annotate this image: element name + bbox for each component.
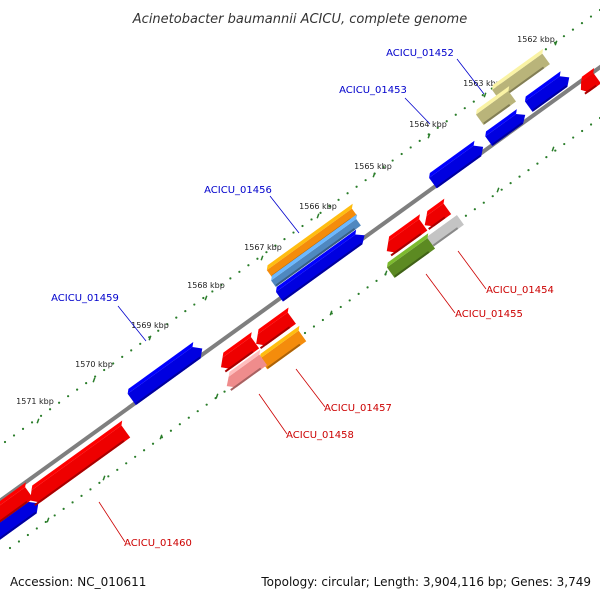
gene-acicu-01459 — [127, 342, 203, 406]
gene-labels: ACICU_01452ACICU_01453ACICU_01456ACICU_0… — [51, 48, 554, 549]
tick-mark — [496, 187, 500, 193]
topology-summary-text: Topology: circular; Length: 3,904,116 bp… — [261, 575, 591, 589]
gene-label[interactable]: ACICU_01452 — [386, 48, 454, 59]
tick-label: 1568 kbp — [187, 281, 225, 290]
gene-acicu-01458 — [226, 349, 268, 391]
gene-segment — [271, 214, 361, 287]
tick-label: 1565 kbp — [354, 162, 392, 171]
gene-label[interactable]: ACICU_01455 — [455, 309, 523, 320]
tick-mark — [551, 146, 555, 152]
tick-mark — [148, 335, 152, 341]
gene-segment — [424, 198, 452, 230]
gene-acicu-01460 — [30, 420, 131, 507]
gene-segment — [220, 332, 260, 373]
gene-segment — [475, 86, 517, 125]
label-leader-line — [258, 393, 288, 435]
tick-label: 1563 kbp — [463, 79, 501, 88]
tick-mark — [316, 213, 320, 219]
gene-acicu-01454 — [426, 210, 464, 247]
gene-label[interactable]: ACICU_01459 — [51, 293, 119, 304]
gene-label[interactable]: ACICU_01460 — [124, 538, 192, 549]
gene-label[interactable]: ACICU_01457 — [324, 403, 392, 414]
tick-mark — [159, 434, 163, 440]
label-leader-line — [456, 58, 485, 95]
tick-mark — [554, 40, 558, 46]
label-leader-line — [117, 305, 147, 342]
tick-label: 1566 kbp — [299, 202, 337, 211]
gene-acicu-01457 — [256, 307, 296, 349]
gene-segment — [429, 140, 484, 189]
tick-mark — [260, 255, 264, 261]
tick-label: 1562 kbp — [517, 35, 555, 44]
gene-label[interactable]: ACICU_01454 — [486, 285, 554, 296]
tick-track: 1562 kbp 1563 kbp 1564 kbp 1565 kbp 1566 kbp… — [3, 8, 600, 550]
label-leaders — [98, 58, 487, 543]
gene-label[interactable]: ACICU_01456 — [204, 185, 272, 196]
tick-mark — [92, 377, 96, 383]
gene-acicu-01455 — [386, 233, 436, 278]
tick-mark — [372, 172, 376, 178]
accession-text: Accession: NC_010611 — [10, 575, 147, 589]
label-leader-line — [404, 97, 431, 125]
gene-segment — [386, 214, 428, 257]
gene-acicu-01453 — [524, 71, 570, 112]
label-leader-line — [295, 368, 326, 408]
tick-label: 1571 kbp — [16, 397, 54, 406]
label-leader-line — [98, 501, 126, 543]
tick-mark — [46, 517, 50, 523]
gene-label[interactable]: ACICU_01453 — [339, 85, 407, 96]
gene-segment — [259, 325, 307, 370]
gene-segment — [485, 109, 526, 147]
gene-label[interactable]: ACICU_01458 — [286, 430, 354, 441]
tick-mark — [102, 475, 106, 481]
tick-mark — [483, 92, 487, 98]
tick-mark — [427, 133, 431, 139]
tick-mark — [36, 418, 40, 424]
gene-track — [0, 48, 600, 545]
tick-mark — [329, 310, 333, 316]
label-leader-line — [425, 273, 456, 314]
gene-segment — [275, 229, 365, 302]
label-leader-line — [269, 195, 300, 234]
tick-mark — [215, 393, 219, 399]
tick-mark — [204, 295, 208, 301]
tick-mark — [384, 270, 388, 276]
map-title: Acinetobacter baumannii ACICU, complete … — [132, 12, 467, 27]
tick-label: 1567 kbp — [244, 243, 282, 252]
tick-label: 1570 kbp — [75, 360, 113, 369]
gene-segment — [580, 67, 600, 95]
tick-label: 1569 kbp — [131, 321, 169, 330]
label-leader-line — [457, 250, 487, 290]
tick-label: 1564 kbp — [409, 120, 447, 129]
gene-segment — [0, 482, 34, 525]
